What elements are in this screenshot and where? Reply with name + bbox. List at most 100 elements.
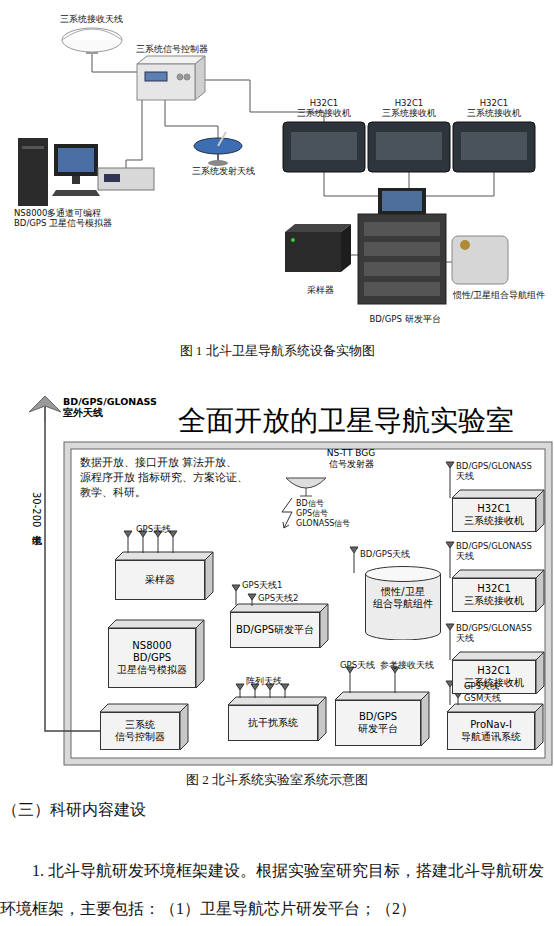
figure-caption: 图 2 北斗系统实验室系统示意图 (0, 771, 554, 789)
cable-connector (45, 422, 100, 731)
inertial-unit-photo (452, 236, 508, 284)
lab-frame (64, 442, 552, 765)
box-depth-face (205, 552, 213, 600)
box-depth-face (228, 697, 326, 705)
device-label: H32C1 三系统接收机 (375, 98, 443, 118)
dev-platform-photo (364, 262, 440, 276)
transmit-antenna-photo (194, 132, 242, 166)
receiver-box: H32C1 三系统接收机 (452, 578, 536, 612)
device-label: 三系统接收天线 (60, 14, 150, 24)
antenna-label: 参考接收天线 (380, 660, 450, 670)
antenna-symbol (391, 667, 399, 693)
box-depth-face (335, 692, 429, 700)
node-text: H32C1 三系统接收机 (453, 583, 535, 607)
node-text: 三系统 信号控制器 (101, 719, 179, 743)
device-label: H32C1 三系统接收机 (290, 98, 358, 118)
cylinder-outline (366, 574, 441, 640)
antenna-label: BD/GPS/GLONASS 天线 (456, 623, 540, 643)
device-label: 三系统发射天线 (192, 166, 282, 176)
device-wire (418, 172, 494, 196)
dev-platform-photo (378, 188, 426, 214)
device-label: BD/GPS 研发平台 (360, 314, 450, 324)
box-depth-face (452, 652, 544, 660)
antenna-mast (44, 406, 46, 422)
outdoor-antenna: BD/GPS/GLONASS 室外天线 (27, 392, 157, 422)
lightning-symbol (283, 522, 289, 528)
device-label: NS8000多通道可编程 BD/GPS 卫星信号模拟器 (14, 208, 124, 228)
lightning-symbol (282, 498, 292, 528)
antenna-symbol (248, 594, 256, 606)
diagram-title: 全面开放的卫星导航实验室 (178, 404, 514, 438)
dev-platform-photo (364, 282, 440, 296)
controller-box: 三系统 信号控制器 (100, 712, 180, 750)
receiver-photo (291, 132, 357, 160)
signal-controller-photo (137, 56, 205, 64)
device-wire (165, 100, 218, 138)
receiver-photo (376, 132, 442, 160)
sampler-photo (285, 232, 341, 272)
signal-name: GPS信号 (296, 509, 356, 519)
box-depth-face (536, 570, 544, 612)
receive-antenna-photo (62, 28, 122, 52)
antenna-symbol (350, 547, 358, 573)
box-depth-face (320, 604, 328, 648)
device-label: 采样器 (290, 285, 350, 295)
node-text: 抗干扰系统 (248, 717, 298, 729)
inertial-unit-photo (460, 240, 470, 250)
box-depth-face (100, 704, 188, 712)
antenna-symbol (266, 684, 274, 698)
box-depth-face (452, 570, 544, 578)
device-label: 惯性/卫星组合导航组件 (445, 290, 553, 300)
transmitter-dish (306, 488, 307, 496)
box-depth-face (447, 704, 543, 712)
node-text: 采样器 (145, 574, 175, 586)
signal-controller-photo (137, 64, 195, 100)
device-wire (92, 52, 494, 262)
lightning-symbol (282, 498, 292, 528)
device-wire (446, 262, 452, 263)
antenna-symbol (446, 542, 454, 578)
antenna-symbol (139, 531, 147, 553)
note-text: 数据开放、接口开放 算法开放、源程序开放 指标研究、方案论证、教学、科研。 (80, 456, 270, 501)
node-text: H32C1 三系统接收机 (453, 503, 535, 527)
lab-frame (71, 449, 545, 758)
antenna-outline (27, 392, 63, 422)
receiver-box: H32C1 三系统接收机 (452, 660, 536, 694)
signal-name: GLONASS信号 (296, 519, 366, 529)
box-depth-face (100, 490, 544, 750)
simulator-computer-photo (18, 138, 154, 206)
antenna-label: 阵列天线 (246, 676, 306, 686)
antenna-symbol (446, 624, 454, 660)
receiver-photo (283, 122, 535, 172)
section-heading: （三）科研内容建设 (2, 800, 402, 819)
box-depth-face (536, 652, 544, 694)
receiver-box: H32C1 三系统接收机 (452, 498, 536, 532)
node-text: BD/GPS研发平台 (236, 624, 314, 636)
box-depth-face (452, 490, 544, 498)
anti-jam-box: 抗干扰系统 (228, 705, 318, 741)
signal-controller-photo (184, 74, 190, 80)
body-paragraph: 1. 北斗导航研发环境框架建设。根据实验室研究目标，搭建北斗导航研发环境框架，主… (0, 852, 554, 926)
node-text: NS-TT BGG 信号发射器 (318, 448, 384, 470)
sampler-box: 采样器 (115, 560, 205, 600)
transmit-antenna-photo (208, 160, 228, 166)
simulator-computer-photo (54, 144, 98, 176)
simulator-computer-photo (22, 146, 44, 149)
signal-controller-photo (195, 56, 205, 100)
sampler-photo (285, 224, 351, 272)
node-text: NS8000 BD/GPS 卫星信号模拟器 (117, 640, 187, 676)
device-wire (126, 100, 142, 168)
receiver-photo (283, 122, 365, 172)
signal-controller-photo (145, 72, 167, 81)
receiver-photo (453, 122, 535, 172)
antenna-label: BD/GPS/GLONASS 天线 (456, 541, 540, 561)
node-text: BD/GPS 研发平台 (346, 711, 410, 735)
sampler-photo (291, 238, 295, 242)
antenna-symbol (251, 684, 259, 698)
simulator-box: NS8000 BD/GPS 卫星信号模拟器 (108, 628, 196, 688)
transmit-antenna-photo (218, 132, 226, 146)
antenna-symbol (236, 684, 244, 698)
antenna-symbol (169, 531, 177, 553)
sampler-photo (341, 224, 351, 272)
